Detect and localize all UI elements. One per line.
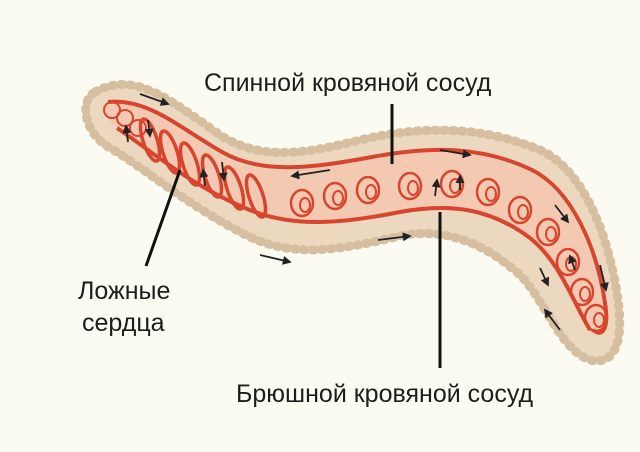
- ventral-vessel-label: Брюшной кровяной сосуд: [236, 380, 533, 408]
- false-hearts-label-line2: сердца: [82, 309, 165, 337]
- false-hearts-label-line1: Ложные: [78, 277, 170, 305]
- dorsal-vessel-label: Спинной кровяной сосуд: [204, 69, 492, 97]
- flow-arrow: [260, 255, 290, 262]
